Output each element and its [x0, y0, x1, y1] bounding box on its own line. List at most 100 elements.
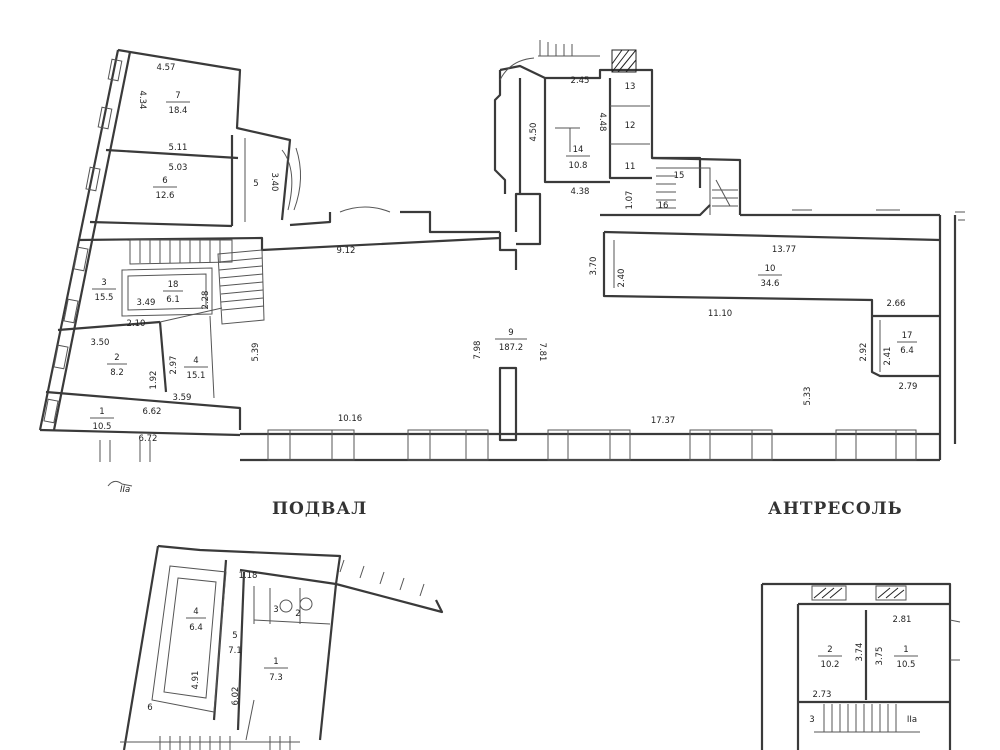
svg-text:34.6: 34.6 [761, 279, 780, 289]
room-16-label: 16 [658, 201, 669, 211]
dimension-label: 2.73 [813, 690, 832, 700]
svg-text:187.2: 187.2 [499, 343, 523, 353]
svg-text:12.6: 12.6 [156, 191, 175, 201]
svg-text:15.1: 15.1 [187, 371, 206, 381]
svg-text:2: 2 [827, 645, 832, 655]
room-14-label: 14 10.8 [566, 145, 590, 171]
dimension-label: 2.41 [883, 347, 893, 366]
mezzanine-room-3-label: 3 [809, 715, 814, 725]
dimension-label: 17.37 [651, 416, 675, 426]
mezzanine-room-1-label: 1 10.5 [894, 645, 918, 670]
dimension-label: 1.92 [149, 371, 159, 390]
mezzanine-room-2a-label: IIa [907, 715, 917, 725]
room-11-label: 11 [625, 162, 636, 172]
svg-text:18.4: 18.4 [169, 106, 188, 116]
dimension-label: 4.50 [529, 123, 539, 142]
basement-room-2-label: 2 [295, 609, 300, 619]
dimension-label: 5.39 [251, 343, 261, 362]
dimension-label: 2.92 [859, 343, 869, 362]
dimension-label: 4.34 [137, 91, 147, 110]
svg-text:10.5: 10.5 [897, 660, 916, 670]
room-18-label: 18 6.1 [163, 280, 183, 305]
mezzanine-heading: АНТРЕСОЛЬ [768, 499, 903, 519]
dimension-label: 7.98 [473, 341, 483, 360]
dimension-label: 4.57 [157, 63, 176, 73]
svg-text:3: 3 [101, 278, 106, 288]
svg-text:14: 14 [573, 145, 584, 155]
room-5-label: 5 [253, 179, 258, 189]
svg-text:7.1: 7.1 [228, 646, 242, 656]
svg-text:1: 1 [273, 657, 278, 667]
svg-text:4: 4 [193, 356, 198, 366]
svg-text:10.5: 10.5 [93, 422, 112, 432]
dimension-label: 3.50 [91, 338, 110, 348]
svg-text:5: 5 [232, 631, 237, 641]
dimension-label: 2.10 [127, 319, 146, 329]
dimension-label: 13.77 [772, 245, 796, 255]
dimension-label: 2.28 [201, 291, 211, 310]
dimension-label: 4.48 [597, 113, 607, 132]
dimension-label: 1.18 [239, 571, 258, 581]
dimension-label: 3.49 [137, 298, 156, 308]
dimension-label: 2.79 [899, 382, 918, 392]
room-15-label: 15 [674, 171, 685, 181]
left-wing-walls [38, 48, 501, 487]
room-1-label: 1 10.5 [90, 407, 114, 432]
basement-room-6-label: 6 [147, 703, 152, 713]
dimension-label: 11.10 [708, 309, 732, 319]
svg-text:1: 1 [903, 645, 908, 655]
svg-text:6.4: 6.4 [900, 346, 914, 356]
dimension-label: 6.02 [231, 687, 241, 706]
dimension-label: 5.11 [169, 143, 188, 153]
basement-heading: ПОДВАЛ [272, 499, 367, 519]
basement-room-4-label: 4 6.4 [186, 607, 206, 633]
dimension-label: 2.45 [571, 76, 590, 86]
svg-text:2: 2 [114, 353, 119, 363]
dimension-label: 1.07 [625, 191, 635, 210]
room-3-label: 3 15.5 [92, 278, 116, 303]
dimension-label: 5.03 [169, 163, 188, 173]
dimension-label: 3.74 [855, 643, 865, 662]
dimension-label: 10.16 [338, 414, 362, 424]
entrance-marker: IIa [120, 485, 130, 495]
main-hall-walls [240, 192, 965, 462]
svg-text:18: 18 [168, 280, 179, 290]
dimension-label: 9.12 [337, 246, 356, 256]
room-7-label: 7 18.4 [166, 91, 190, 116]
dimension-label: 2.40 [617, 269, 627, 288]
room-2-label: 2 8.2 [107, 353, 127, 378]
dimension-label: 7.81 [537, 343, 547, 362]
dimension-label: 3.70 [589, 257, 599, 276]
room-4-label: 4 15.1 [184, 356, 208, 381]
room-13-label: 13 [625, 82, 636, 92]
room-10-label: 10 34.6 [758, 264, 782, 289]
svg-text:15.5: 15.5 [95, 293, 114, 303]
dimension-label: 6.72 [139, 434, 158, 444]
dimension-label: 5.33 [803, 387, 813, 406]
svg-text:8.2: 8.2 [110, 368, 124, 378]
svg-text:10.2: 10.2 [821, 660, 840, 670]
room-6-label: 6 12.6 [153, 176, 177, 201]
dimension-label: 2.66 [887, 299, 906, 309]
dimension-label: 2.97 [169, 356, 179, 375]
svg-text:7.3: 7.3 [269, 673, 283, 683]
svg-text:6.1: 6.1 [166, 295, 180, 305]
mezzanine-plan-walls [760, 582, 961, 750]
right-rooms-walls [602, 230, 941, 378]
dimension-label: 2.81 [893, 615, 912, 625]
dimension-label: 3.75 [875, 647, 885, 666]
room-17-label: 17 6.4 [897, 331, 917, 356]
svg-text:7: 7 [175, 91, 180, 101]
svg-text:9: 9 [508, 328, 513, 338]
dimension-label: 4.38 [571, 187, 590, 197]
svg-text:10: 10 [765, 264, 776, 274]
upper-block-walls [493, 40, 940, 217]
svg-text:1: 1 [99, 407, 104, 417]
dimension-label: 6.62 [143, 407, 162, 417]
basement-room-5-label: 5 7.1 [228, 631, 242, 656]
svg-text:10.8: 10.8 [569, 161, 588, 171]
svg-text:17: 17 [902, 331, 913, 341]
dimension-labels: 4.57 4.34 5.11 5.03 3.40 9.12 3.49 2.28 … [91, 63, 918, 705]
room-9-label: 9 187.2 [495, 328, 527, 353]
dimension-label: 3.59 [173, 393, 192, 403]
